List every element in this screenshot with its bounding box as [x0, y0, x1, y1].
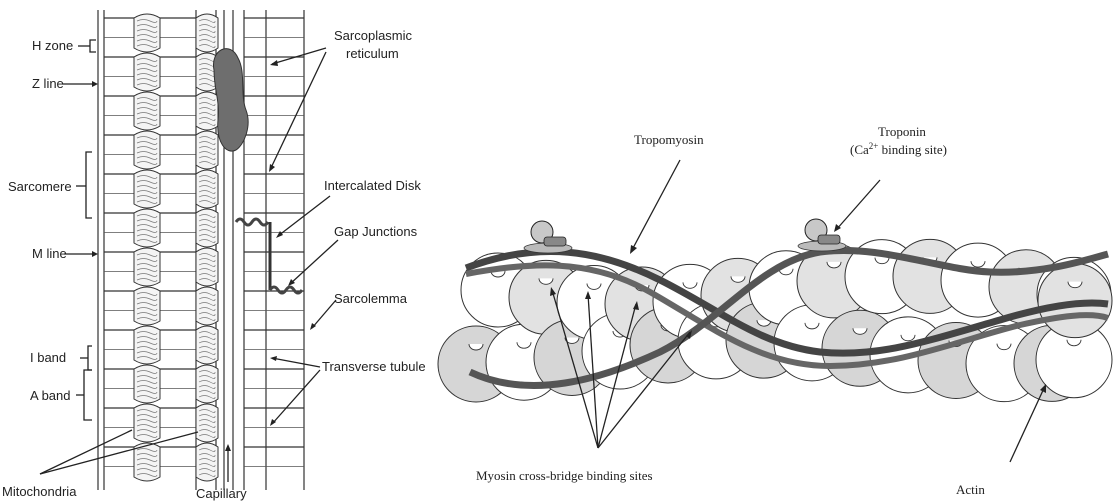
- h-zone-bracket: [78, 40, 96, 52]
- thin-filament-panel: Tropomyosin Troponin (Ca2+ binding site)…: [438, 124, 1112, 497]
- label-reticulum: reticulum: [346, 46, 399, 61]
- label-intercalated-disk: Intercalated Disk: [324, 178, 421, 193]
- label-troponin-ca: (Ca2+ binding site): [850, 141, 947, 157]
- troponin-complex-2: [798, 219, 846, 251]
- label-mitochondria: Mitochondria: [2, 484, 77, 499]
- label-h-zone: H zone: [32, 38, 73, 53]
- troponin-complex-1: [524, 221, 572, 253]
- capillary-cell: [213, 49, 248, 151]
- label-troponin: Troponin: [878, 124, 926, 139]
- label-actin: Actin: [956, 482, 985, 497]
- label-gap-junctions: Gap Junctions: [334, 224, 418, 239]
- label-myosin-sites: Myosin cross-bridge binding sites: [476, 468, 653, 483]
- label-z-line: Z line: [32, 76, 64, 91]
- label-a-band: A band: [30, 388, 71, 403]
- left-pointers: [40, 48, 338, 482]
- label-sarcomere: Sarcomere: [8, 179, 72, 194]
- label-m-line: M line: [32, 246, 67, 261]
- label-transverse-tubule: Transverse tubule: [322, 359, 426, 374]
- mitochondria-columns: [134, 14, 218, 481]
- label-i-band: I band: [30, 350, 66, 365]
- label-tropomyosin: Tropomyosin: [634, 132, 704, 147]
- label-sarcolemma: Sarcolemma: [334, 291, 408, 306]
- label-sarcoplasmic: Sarcoplasmic: [334, 28, 413, 43]
- i-band-bracket: [80, 346, 92, 370]
- sarcomere-bracket: [76, 152, 92, 218]
- a-band-bracket: [76, 370, 92, 420]
- label-capillary: Capillary: [196, 486, 247, 501]
- capillary-vessel: [213, 10, 248, 490]
- cardiac-muscle-panel: H zone Z line Sarcomere M line I band A …: [2, 10, 426, 501]
